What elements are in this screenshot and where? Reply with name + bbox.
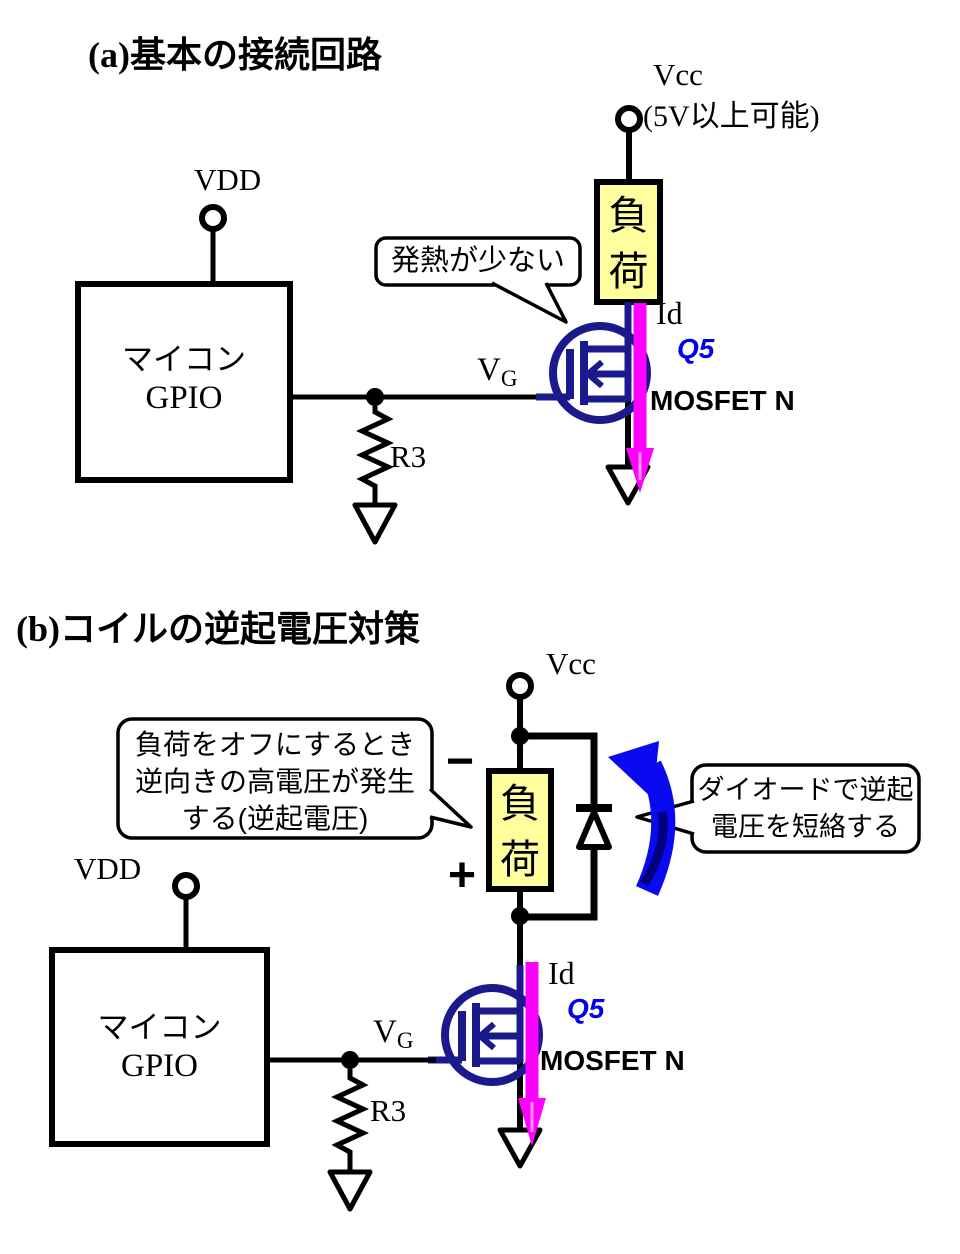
callout-surge-line3: する(逆起電圧) bbox=[181, 803, 369, 834]
mcu-label-b: マイコン GPIO bbox=[52, 1008, 267, 1086]
mcu-box-b bbox=[49, 947, 270, 1147]
plus-sign: + bbox=[448, 849, 477, 902]
drain-current-arrow-b bbox=[518, 962, 546, 1146]
vg-main-b: V bbox=[373, 1014, 397, 1050]
callout-surge-line2: 逆向きの高電圧が発生 bbox=[134, 766, 415, 797]
mcu-box-a bbox=[75, 281, 293, 483]
junction-dot-a bbox=[366, 388, 384, 406]
diode-branch-wire-bottom bbox=[517, 844, 598, 921]
resistor-symbol-b bbox=[331, 1069, 369, 1172]
vcc-note-a: (5V以上可能) bbox=[643, 100, 820, 133]
vg-sub-a: G bbox=[500, 366, 518, 391]
callout-diode-line1: ダイオードで逆起 bbox=[697, 775, 914, 805]
mcu-line2-b: GPIO bbox=[120, 1048, 198, 1084]
vg-sub-b: G bbox=[396, 1028, 414, 1053]
designator-b: Q5 bbox=[567, 993, 605, 1024]
vdd-terminal-b bbox=[172, 872, 200, 900]
mcu-line2-a: GPIO bbox=[145, 380, 223, 416]
callout-bubble-surge bbox=[116, 717, 473, 840]
diode-branch-wire-top bbox=[517, 732, 598, 810]
junction-dot-b3 bbox=[341, 1051, 359, 1069]
gate-voltage-label-b: VG bbox=[373, 1014, 413, 1053]
vcc-label-b: Vcc bbox=[546, 646, 596, 681]
ground-symbol-b1 bbox=[327, 1169, 373, 1212]
load-char2-b: 荷 bbox=[500, 837, 540, 882]
mcu-label-a: マイコン GPIO bbox=[78, 340, 290, 418]
current-label-b: Id bbox=[548, 955, 575, 991]
vdd-label-a: VDD bbox=[194, 162, 262, 197]
mcu-line1-b: マイコン bbox=[97, 1010, 222, 1045]
vcc-terminal-b bbox=[506, 672, 534, 700]
junction-dot-b1 bbox=[511, 727, 529, 745]
vg-main-a: V bbox=[477, 352, 501, 388]
transistor-type-b: MOSFET N bbox=[540, 1045, 685, 1076]
vcc-label-a: Vcc bbox=[653, 57, 703, 92]
callout-diode-line2: 電圧を短絡する bbox=[711, 812, 900, 842]
vcc-terminal-a bbox=[615, 105, 643, 133]
designator-a: Q5 bbox=[677, 333, 715, 364]
callout-surge-line1: 負荷をオフにするとき bbox=[134, 729, 416, 760]
load-char1-b: 負 bbox=[500, 781, 540, 826]
callout-diode-text: ダイオードで逆起 電圧を短絡する bbox=[692, 772, 919, 846]
load-box-a bbox=[594, 179, 663, 305]
callout-low-heat-text: 発熱が少ない bbox=[390, 245, 565, 277]
callout-bubble-a bbox=[374, 236, 582, 324]
drain-current-arrow-a bbox=[626, 303, 654, 493]
load-char1-a: 負 bbox=[608, 193, 649, 238]
mosfet-symbol-a bbox=[536, 322, 651, 424]
load-label-a: 負 荷 bbox=[597, 188, 660, 300]
current-label-a: Id bbox=[656, 295, 683, 331]
flyback-current-arrow bbox=[608, 741, 676, 896]
diode-triangle bbox=[576, 809, 612, 850]
minus-sign: − bbox=[446, 735, 475, 788]
vdd-terminal-a bbox=[199, 204, 227, 232]
resistor-label-b: R3 bbox=[370, 1093, 407, 1128]
gate-voltage-label-a: VG bbox=[477, 352, 517, 391]
load-label-b: 負 荷 bbox=[489, 776, 551, 888]
section-a-title: (a)基本の接続回路 bbox=[88, 35, 382, 75]
vdd-label-b: VDD bbox=[74, 851, 142, 886]
section-b-title: (b)コイルの逆起電圧対策 bbox=[16, 609, 420, 649]
load-char2-a: 荷 bbox=[608, 249, 649, 294]
circuit-a bbox=[75, 105, 663, 545]
callout-surge-text: 負荷をオフにするとき 逆向きの高電圧が発生 する(逆起電圧) bbox=[118, 726, 432, 837]
transistor-type-a: MOSFET N bbox=[650, 385, 795, 416]
ground-symbol-a1 bbox=[352, 502, 398, 545]
resistor-symbol-a bbox=[356, 406, 394, 505]
mcu-line1-a: マイコン bbox=[122, 342, 246, 377]
resistor-label-a: R3 bbox=[390, 439, 427, 474]
circuit-b bbox=[49, 672, 921, 1212]
